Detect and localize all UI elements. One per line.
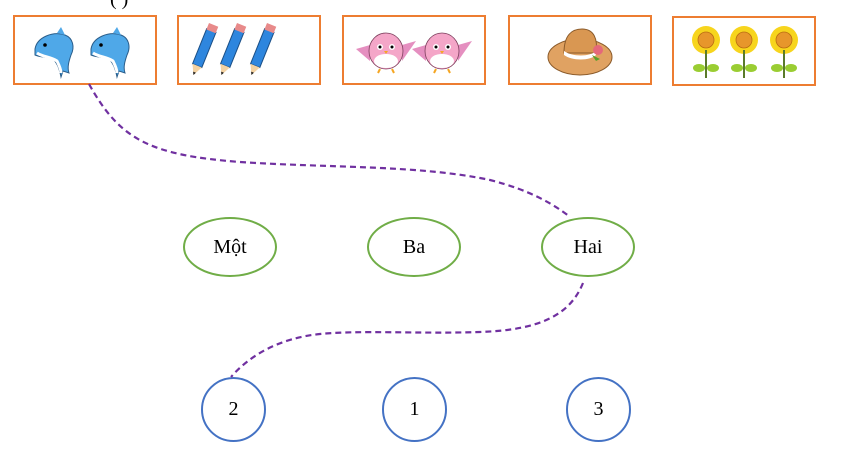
hat-icon bbox=[547, 28, 613, 76]
dolphin-icon bbox=[34, 27, 130, 79]
word-node-mot[interactable]: Một bbox=[183, 217, 277, 277]
number-node-2[interactable]: 2 bbox=[201, 377, 266, 442]
word-node-hai[interactable]: Hai bbox=[541, 217, 635, 277]
pencil-icon bbox=[191, 23, 277, 75]
picture-box-pencils[interactable] bbox=[177, 15, 321, 85]
number-node-3[interactable]: 3 bbox=[566, 377, 631, 442]
picture-box-sunflowers[interactable] bbox=[672, 16, 816, 86]
number-node-1[interactable]: 1 bbox=[382, 377, 447, 442]
bird-icon bbox=[356, 32, 472, 74]
connector-dolphins-to-hai bbox=[88, 83, 571, 218]
picture-box-birds[interactable] bbox=[342, 15, 486, 85]
connector-hai-to-2 bbox=[230, 282, 585, 378]
instruction-text-fragment: ( ) bbox=[110, 0, 128, 11]
word-node-ba[interactable]: Ba bbox=[367, 217, 461, 277]
picture-box-hat[interactable] bbox=[508, 15, 652, 85]
sunflower-icon bbox=[692, 26, 798, 78]
picture-box-dolphins[interactable] bbox=[13, 15, 157, 85]
